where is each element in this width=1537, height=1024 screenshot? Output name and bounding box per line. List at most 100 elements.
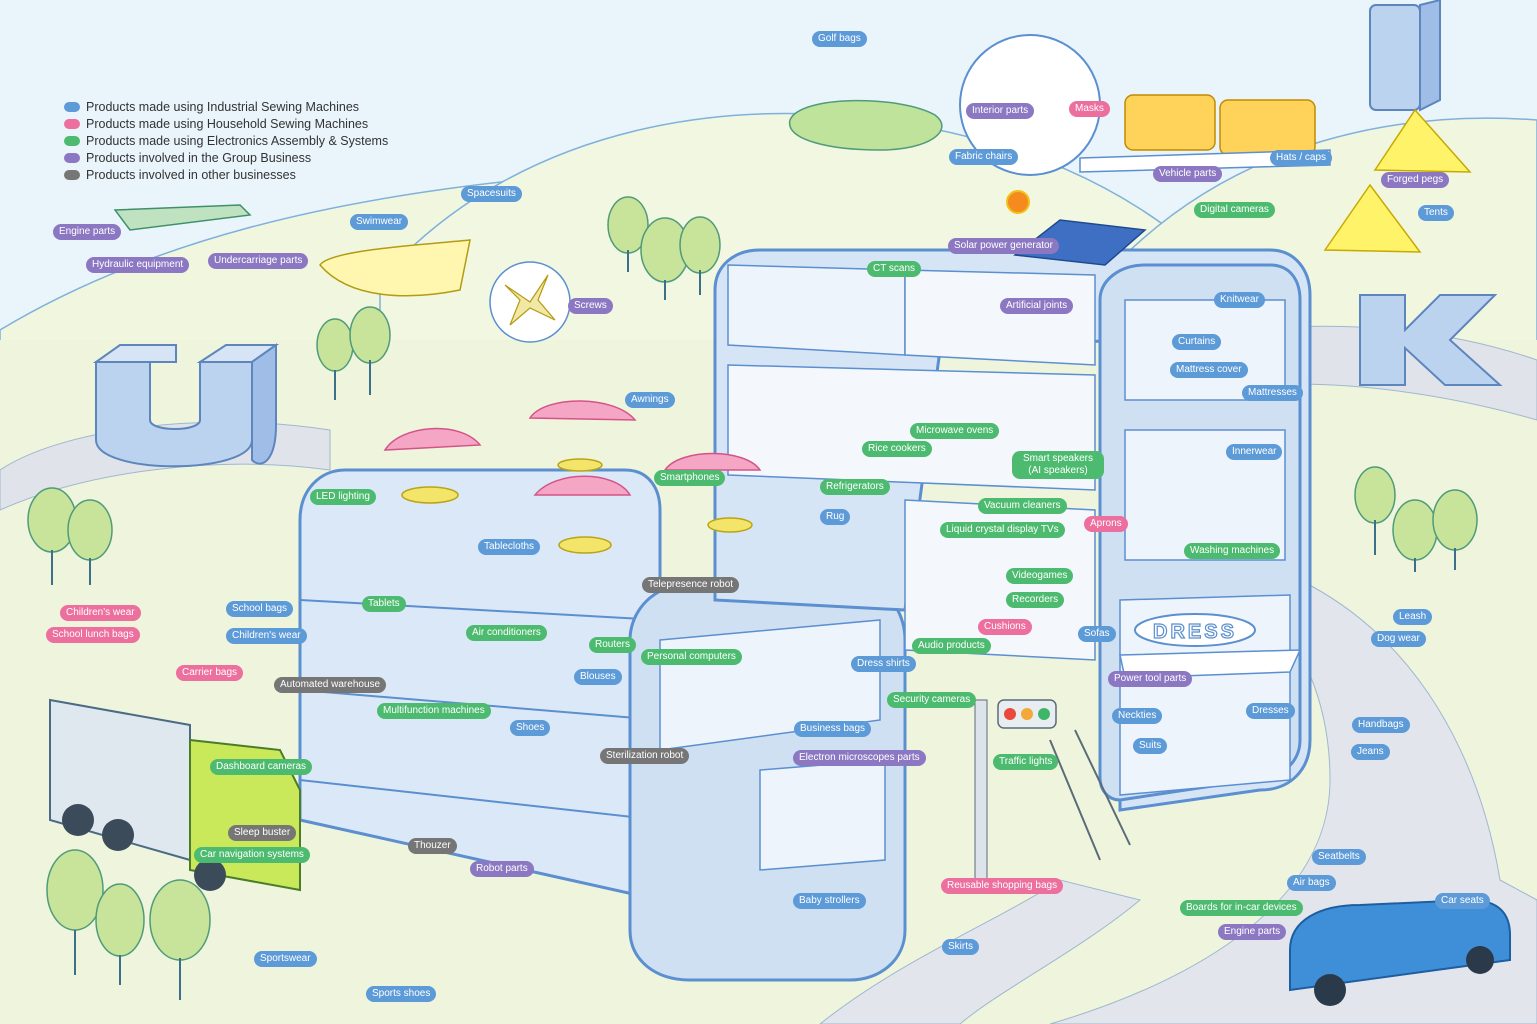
product-label-shoes: Shoes — [510, 720, 551, 736]
trees — [27, 196, 1478, 961]
product-label-school-lunch-bags: School lunch bags — [46, 627, 140, 643]
product-label-curtains: Curtains — [1172, 334, 1222, 350]
product-label-washing-machines: Washing machines — [1184, 543, 1281, 559]
product-label-sterilization-robot: Sterilization robot — [600, 748, 690, 764]
product-label-children-s-wear: Children's wear — [60, 605, 141, 621]
ladder — [1049, 729, 1131, 861]
truck-wheels — [62, 804, 226, 891]
product-label-reusable-shopping-bags: Reusable shopping bags — [941, 878, 1064, 894]
product-label-spacesuits: Spacesuits — [461, 186, 522, 202]
product-label-sports-shoes: Sports shoes — [366, 986, 437, 1002]
product-label-baby-strollers: Baby strollers — [793, 893, 866, 909]
legend-item: Products made using Industrial Sewing Ma… — [64, 98, 388, 115]
product-label-seatbelts: Seatbelts — [1312, 849, 1366, 865]
product-label-forged-pegs: Forged pegs — [1381, 172, 1450, 188]
product-label-tablets: Tablets — [362, 596, 406, 612]
product-label-ct-scans: CT scans — [867, 261, 922, 277]
product-label-robot-parts: Robot parts — [470, 861, 534, 877]
traffic-light-pole — [974, 699, 988, 881]
product-label-golf-bags: Golf bags — [812, 31, 867, 47]
product-label-artificial-joints: Artificial joints — [1000, 298, 1074, 314]
traffic-light-lamps — [1004, 708, 1050, 720]
legend-label: Products involved in other businesses — [86, 167, 296, 182]
train-bridge — [1079, 149, 1331, 173]
product-label-telepresence-robot: Telepresence robot — [642, 577, 740, 593]
product-label-interior-parts: Interior parts — [966, 103, 1035, 119]
product-label-thouzer: Thouzer — [408, 838, 457, 854]
propeller — [504, 274, 556, 326]
product-label-suits: Suits — [1133, 738, 1168, 754]
legend-label: Products made using Electronics Assembly… — [86, 133, 389, 148]
product-label-dress-shirts: Dress shirts — [851, 656, 916, 672]
building-left-wing — [298, 468, 662, 902]
product-label-neckties: Neckties — [1112, 708, 1163, 724]
product-label-engine-parts: Engine parts — [1218, 924, 1287, 940]
letter-u-block — [92, 343, 280, 468]
product-label-smartphones: Smartphones — [654, 470, 726, 486]
product-label-mattresses: Mattresses — [1242, 385, 1303, 401]
product-label-carrier-bags: Carrier bags — [176, 665, 244, 681]
product-label-dashboard-cameras: Dashboard cameras — [210, 759, 313, 775]
golf-green — [789, 99, 943, 151]
train — [1124, 94, 1316, 156]
legend-label: Products involved in the Group Business — [86, 150, 312, 165]
car-wheels — [1314, 946, 1494, 1006]
product-label-air-bags: Air bags — [1287, 875, 1336, 891]
product-label-undercarriage-parts: Undercarriage parts — [208, 253, 309, 269]
product-label-jeans: Jeans — [1351, 744, 1390, 760]
product-label-sleep-buster: Sleep buster — [228, 825, 297, 841]
product-label-microwave-ovens: Microwave ovens — [910, 423, 1000, 439]
product-label-audio-products: Audio products — [912, 638, 991, 654]
product-label-cushions: Cushions — [978, 619, 1032, 635]
boat — [319, 239, 471, 297]
product-label-multifunction-machines: Multifunction machines — [377, 703, 491, 719]
product-label-blouses: Blouses — [574, 669, 622, 685]
product-label-liquid-crystal-display-tvs: Liquid crystal display TVs — [940, 522, 1065, 538]
legend-swatch — [64, 135, 80, 146]
product-label-vacuum-cleaners: Vacuum cleaners — [978, 498, 1067, 514]
product-label-screws: Screws — [568, 298, 613, 314]
tables — [401, 458, 753, 554]
product-label-recorders: Recorders — [1006, 592, 1065, 608]
product-label-tents: Tents — [1418, 205, 1454, 221]
product-label-sofas: Sofas — [1078, 626, 1116, 642]
floor-line-1 — [299, 599, 661, 621]
product-label-automated-warehouse: Automated warehouse — [274, 677, 387, 693]
product-label-digital-cameras: Digital cameras — [1194, 202, 1275, 218]
product-label-traffic-lights: Traffic lights — [993, 754, 1059, 770]
legend-item: Products involved in other businesses — [64, 166, 388, 183]
product-label-masks: Masks — [1069, 101, 1110, 117]
product-label-security-cameras: Security cameras — [887, 692, 977, 708]
product-label-electron-microscopes-parts: Electron microscopes parts — [793, 750, 926, 766]
product-label-smart-speakers-ai-speakers: Smart speakers (AI speakers) — [1012, 451, 1104, 479]
product-label-dog-wear: Dog wear — [1371, 631, 1426, 647]
airplane — [113, 204, 252, 231]
product-label-rice-cookers: Rice cookers — [862, 441, 932, 457]
room-ct-scan — [727, 264, 906, 356]
floor-line-3 — [299, 779, 661, 821]
product-label-business-bags: Business bags — [794, 721, 872, 737]
product-label-knitwear: Knitwear — [1214, 292, 1265, 308]
product-label-hats-caps: Hats / caps — [1270, 150, 1333, 166]
product-label-innerwear: Innerwear — [1226, 444, 1283, 460]
shop-sign — [1134, 613, 1256, 647]
product-label-tablecloths: Tablecloths — [478, 539, 541, 555]
legend-swatch — [64, 152, 80, 163]
product-label-handbags: Handbags — [1352, 717, 1410, 733]
product-label-sportswear: Sportswear — [254, 951, 317, 967]
legend: Products made using Industrial Sewing Ma… — [64, 98, 388, 183]
product-label-school-bags: School bags — [226, 601, 294, 617]
umbrellas — [383, 400, 762, 496]
product-label-swimwear: Swimwear — [350, 214, 409, 230]
product-label-routers: Routers — [589, 637, 637, 653]
center-room-lower — [759, 759, 886, 871]
product-label-awnings: Awnings — [625, 392, 675, 408]
product-label-dresses: Dresses — [1246, 703, 1295, 719]
product-label-fabric-chairs: Fabric chairs — [949, 149, 1019, 165]
product-label-leash: Leash — [1393, 609, 1433, 625]
product-label-engine-parts: Engine parts — [53, 224, 122, 240]
product-label-children-s-wear: Children's wear — [226, 628, 307, 644]
product-label-car-navigation-systems: Car navigation systems — [194, 847, 310, 863]
product-label-boards-for-in-car-devices: Boards for in-car devices — [1180, 900, 1303, 916]
product-label-vehicle-parts: Vehicle parts — [1153, 166, 1223, 182]
